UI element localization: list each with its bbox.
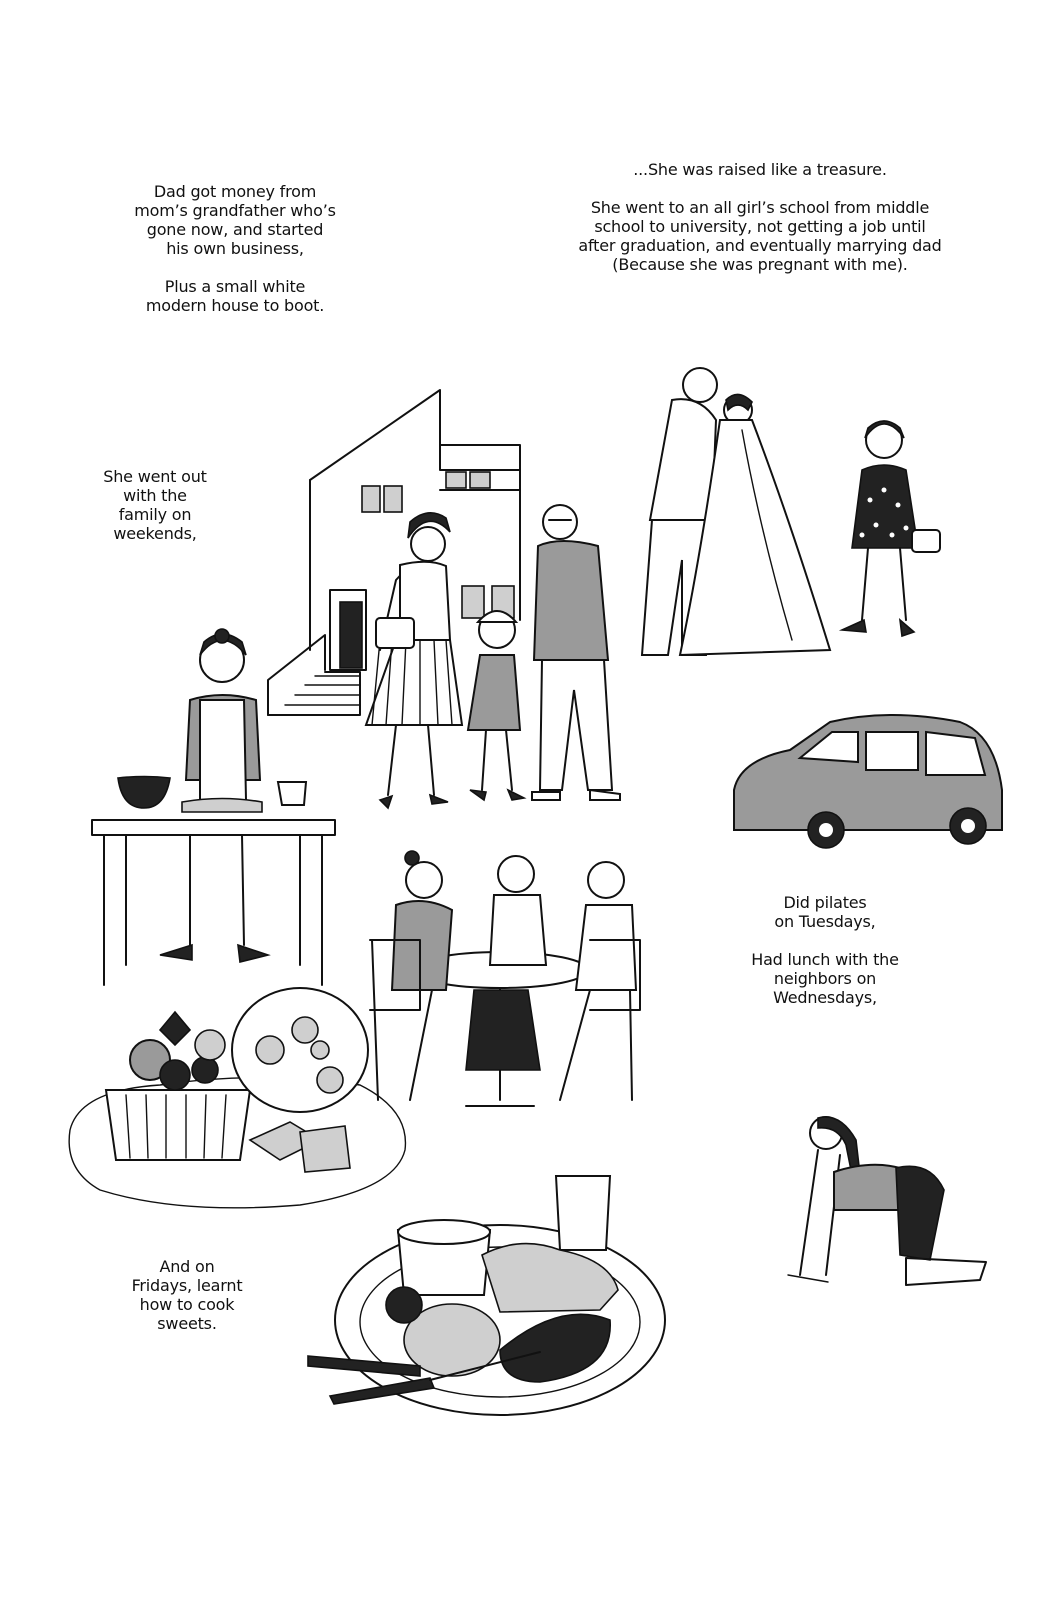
caption-line: family on [118, 505, 192, 524]
caption-line: gone now, and started [146, 220, 324, 239]
caption-weekends: She went out with the family on weekends… [88, 467, 222, 543]
caption-line: ...She was raised like a treasure. [633, 160, 887, 179]
caption-line: She went to an all girl’s school from mi… [590, 198, 930, 217]
caption-line: She went out [103, 467, 207, 486]
caption-line: (Because she was pregnant with me). [612, 255, 908, 274]
caption-line: on Tuesdays, [774, 912, 876, 931]
caption-line: how to cook [139, 1295, 235, 1314]
caption-line: neighbors on [773, 969, 877, 988]
caption-line: mom’s grandfather who’s [134, 201, 336, 220]
caption-line: modern house to boot. [145, 296, 325, 315]
caption-line: Plus a small white [164, 277, 306, 296]
caption-line: his own business, [166, 239, 304, 258]
caption-line: Did pilates [783, 893, 867, 912]
baking-illustration [91, 628, 336, 986]
house-illustration [267, 389, 521, 716]
caption-line: after graduation, and eventually marryin… [578, 236, 942, 255]
caption-dad-money: Dad got money from mom’s grandfather who… [110, 182, 360, 315]
lunch-illustration [369, 850, 641, 1107]
wedding-illustration [640, 367, 832, 657]
girl-illustration [838, 420, 941, 638]
caption-line: school to university, not getting a job … [594, 217, 926, 236]
car-illustration [733, 714, 1003, 849]
family-illustration [364, 504, 621, 810]
caption-line: Wednesdays, [773, 988, 877, 1007]
caption-fridays: And on Fridays, learnt how to cook sweet… [112, 1257, 262, 1333]
caption-line: sweets. [157, 1314, 217, 1333]
sweets-illustration [68, 987, 407, 1209]
pilates-illustration [787, 1116, 987, 1286]
caption-line: Fridays, learnt [131, 1276, 243, 1295]
meal-illustration [307, 1175, 666, 1416]
caption-line: And on [159, 1257, 215, 1276]
caption-line: Dad got money from [153, 182, 317, 201]
caption-treasure: ...She was raised like a treasure. She w… [555, 160, 965, 274]
caption-line: Had lunch with the [751, 950, 899, 969]
caption-line: weekends, [113, 524, 197, 543]
caption-pilates: Did pilates on Tuesdays, Had lunch with … [735, 893, 915, 1007]
caption-line: with the [123, 486, 187, 505]
